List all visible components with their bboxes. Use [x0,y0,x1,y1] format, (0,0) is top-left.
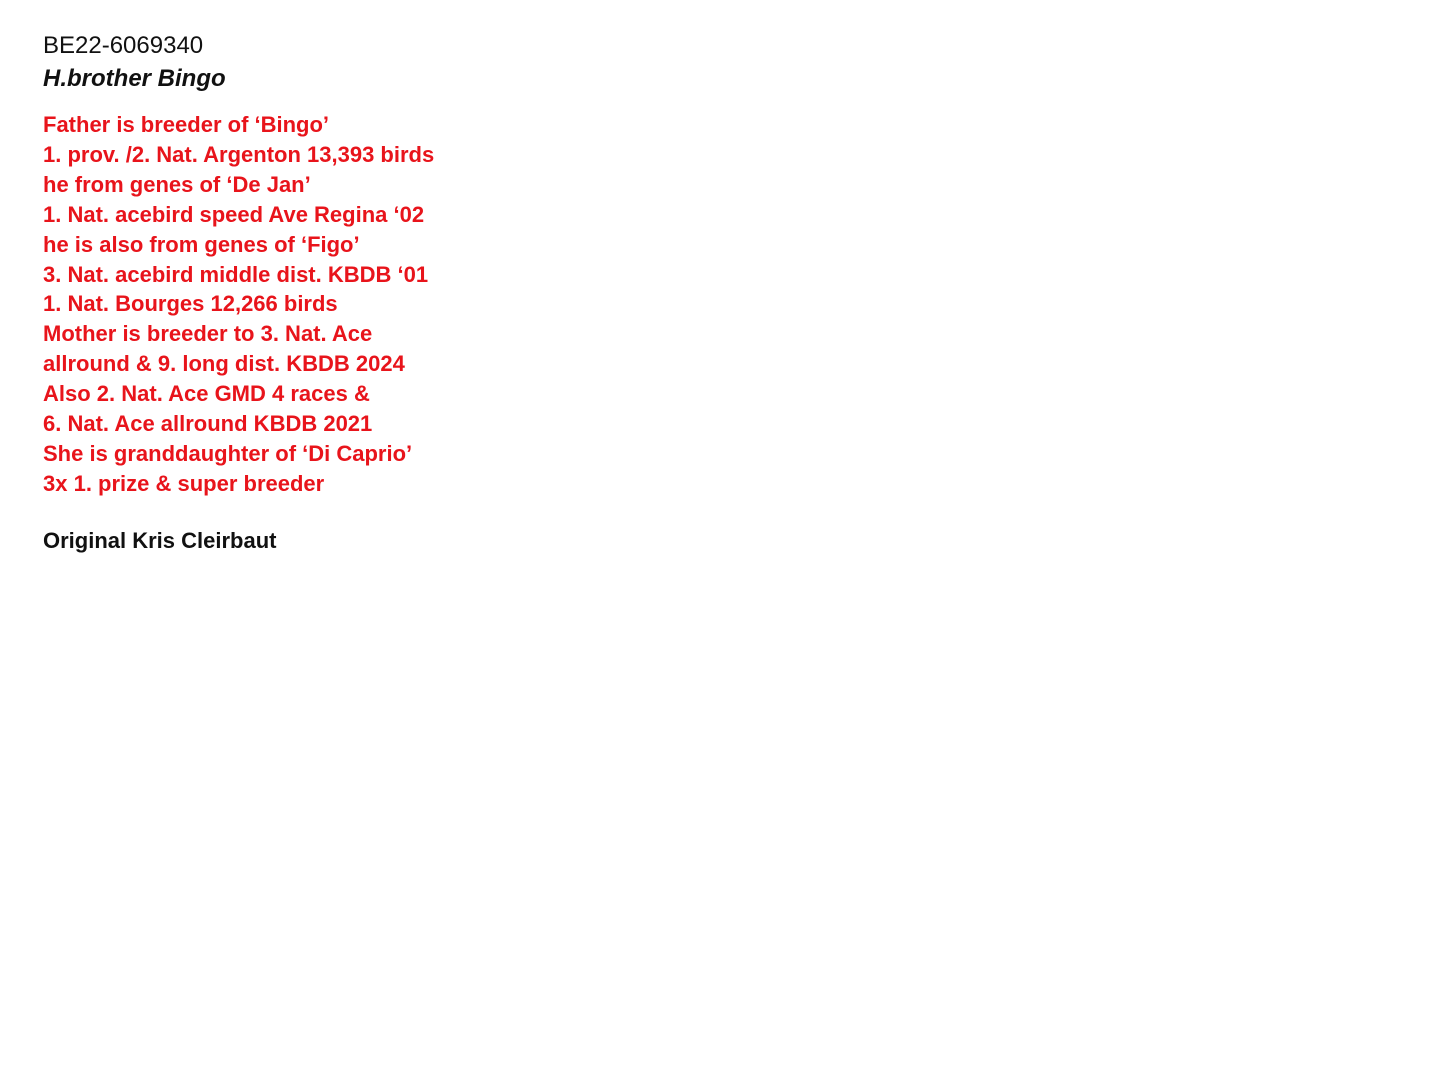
pedigree-line: 1. Nat. acebird speed Ave Regina ‘02 [43,201,425,227]
pedigree-line: She is granddaughter of ‘Di Caprio’ [43,440,413,466]
bird-name: H.brother Bingo [43,65,226,92]
pedigree-line: allround & 9. long dist. KBDB 2024 [43,351,405,377]
pedigree-line: he from genes of ‘De Jan’ [43,171,311,197]
pedigree-line: 3. Nat. acebird middle dist. KBDB ‘01 [43,261,429,287]
pedigree-line: he is also from genes of ‘Figo’ [43,231,360,257]
pedigree-line: Mother is breeder to 3. Nat. Ace [43,321,373,347]
pedigree-line: 1. prov. /2. Nat. Argenton 13,393 birds [43,141,435,167]
pedigree-line: 6. Nat. Ace allround KBDB 2021 [43,411,373,437]
origin-breeder: Original Kris Cleirbaut [43,527,277,553]
pedigree-description: Father is breeder of ‘Bingo’ 1. prov. /2… [43,110,434,499]
ring-number: BE22-6069340 [43,32,204,59]
pedigree-line: 1. Nat. Bourges 12,266 birds [43,291,338,317]
pedigree-line: Also 2. Nat. Ace GMD 4 races & [43,381,370,407]
pigeon-info-card: BE22-6069340 H.brother Bingo Father is b… [43,30,434,556]
pedigree-line: Father is breeder of ‘Bingo’ [43,112,330,137]
pedigree-line: 3x 1. prize & super breeder [43,470,325,496]
